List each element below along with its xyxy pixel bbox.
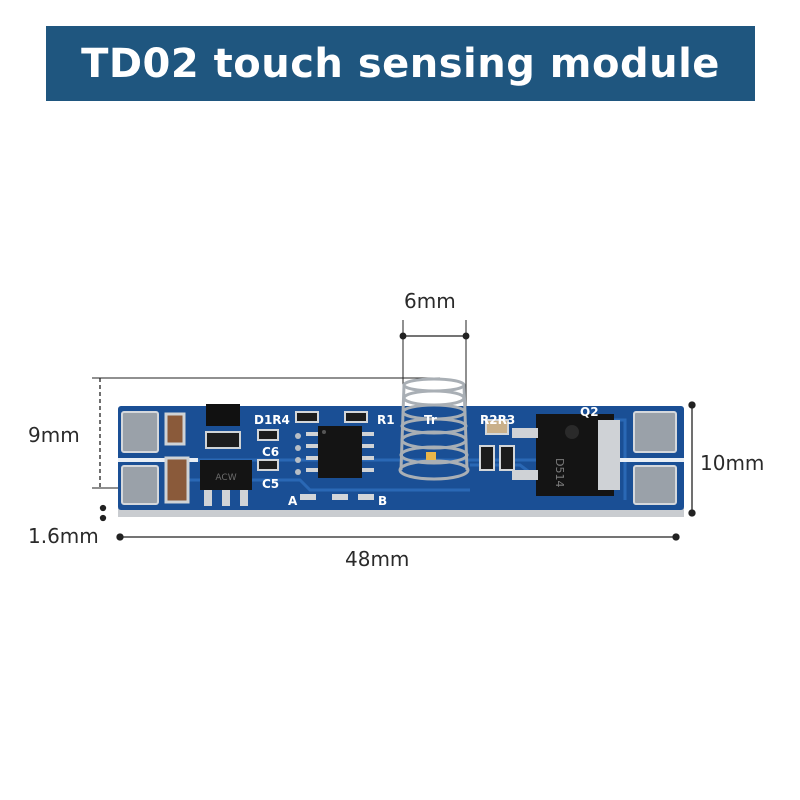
transistor bbox=[206, 404, 240, 426]
solder-pads-right bbox=[633, 411, 677, 505]
dim-board-length: 48mm bbox=[345, 547, 410, 571]
label-c5: C5 bbox=[262, 477, 279, 491]
dim-board-thickness: 1.6mm bbox=[28, 524, 99, 548]
mosfet: D514 bbox=[512, 414, 620, 496]
label-tr: Tr bbox=[424, 413, 437, 427]
dim-spring-height: 9mm bbox=[28, 423, 80, 447]
pcb-edge bbox=[118, 508, 684, 517]
bottom-pads bbox=[300, 494, 374, 500]
label-q2: Q2 bbox=[580, 405, 599, 419]
dim-board-width: 10mm bbox=[700, 451, 765, 475]
title-banner: TD02 touch sensing module bbox=[46, 26, 755, 101]
soic-chip bbox=[306, 426, 374, 478]
silkscreen-labels: D1R4 R1 Tr R2R3 Q2 C6 C5 A B bbox=[254, 405, 599, 508]
label-d1r4: D1R4 bbox=[254, 413, 290, 427]
pcb-slot-right bbox=[620, 458, 684, 462]
pcb-slot bbox=[118, 458, 198, 462]
label-a: A bbox=[288, 494, 298, 508]
dim-spring-width: 6mm bbox=[404, 289, 456, 313]
label-r2r3: R2R3 bbox=[480, 413, 515, 427]
spring-led bbox=[426, 452, 436, 460]
mosfet-marking: D514 bbox=[553, 458, 566, 487]
regulator-marking: ACW bbox=[215, 473, 236, 483]
touch-spring bbox=[398, 377, 470, 481]
label-c6: C6 bbox=[262, 445, 279, 459]
label-b: B bbox=[378, 494, 387, 508]
smd-resistors bbox=[257, 411, 515, 471]
vias bbox=[295, 433, 301, 475]
regulator-chip: ACW bbox=[200, 460, 252, 506]
capacitors-left bbox=[164, 412, 190, 504]
solder-pads-left bbox=[121, 411, 159, 505]
page-title: TD02 touch sensing module bbox=[81, 40, 720, 87]
label-r1: R1 bbox=[377, 413, 395, 427]
